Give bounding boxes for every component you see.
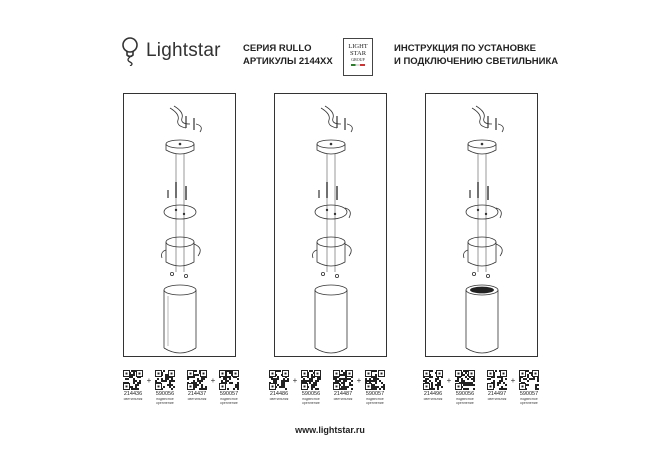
article-label-line: подвесное [366, 397, 384, 401]
article-label-line: подвесное [456, 397, 474, 401]
plus-sign: + [292, 376, 298, 385]
document-title: ИНСТРУКЦИЯ ПО УСТАНОВКЕ И ПОДКЛЮЧЕНИЮ СВ… [394, 42, 558, 68]
plus-sign: + [510, 376, 516, 385]
qr-code-icon[interactable] [187, 370, 207, 390]
article-label-line: крепление [520, 401, 538, 406]
article-number: 214436 [123, 391, 143, 397]
plus-sign: + [356, 376, 362, 385]
article-number: 214496 [423, 391, 443, 397]
article-number: 590057 [519, 391, 539, 397]
website-link[interactable]: www.lightstar.ru [295, 425, 365, 435]
article-label-line: подвесное [156, 397, 174, 401]
series-info: СЕРИЯ RULLO АРТИКУЛЫ 2144XX [243, 42, 333, 68]
article-label-line: светильник [123, 397, 143, 401]
series-name: СЕРИЯ RULLO [243, 43, 312, 54]
article-label-line: светильник [269, 397, 289, 401]
plus-sign: + [210, 376, 216, 385]
article-number: 590056 [155, 391, 175, 397]
group-badge: LIGHT STAR GROUP [343, 38, 373, 76]
article-label: светильник [334, 397, 353, 401]
article-number: 590056 [301, 391, 321, 397]
article-label-line: светильник [333, 397, 353, 401]
article-label-line: крепление [220, 401, 238, 406]
badge-line-3: GROUP [351, 57, 365, 62]
article-label-line: светильник [187, 397, 207, 401]
assembly-diagram [463, 105, 504, 354]
plus-sign: + [446, 376, 452, 385]
assembly-diagram [312, 105, 353, 354]
article-label-line: светильник [487, 397, 507, 401]
article-label-line: крепление [456, 401, 474, 406]
title-line-1: ИНСТРУКЦИЯ ПО УСТАНОВКЕ [394, 43, 536, 54]
qr-code-icon[interactable] [269, 370, 289, 390]
qr-code-icon[interactable] [519, 370, 539, 390]
qr-code-icon[interactable] [301, 370, 321, 390]
qr-code-icon[interactable] [365, 370, 385, 390]
article-label-line: светильник [423, 397, 443, 401]
badge-line-2: STAR [349, 50, 367, 57]
article-label: светильник [270, 397, 289, 401]
article-number: 590057 [365, 391, 385, 397]
article-label: светильник [188, 397, 207, 401]
article-label: светильник [124, 397, 143, 401]
brand-logo: Lightstar [120, 36, 221, 66]
badge-flag [351, 64, 365, 66]
plus-sign: + [146, 376, 152, 385]
article-numbers: АРТИКУЛЫ 2144XX [243, 56, 333, 67]
article-label-line: крепление [156, 401, 174, 406]
article-number: 214497 [487, 391, 507, 397]
qr-code-icon[interactable] [455, 370, 475, 390]
qr-code-icon[interactable] [423, 370, 443, 390]
article-number: 214486 [269, 391, 289, 397]
title-line-2: И ПОДКЛЮЧЕНИЮ СВЕТИЛЬНИКА [394, 56, 559, 67]
article-label-line: крепление [366, 401, 384, 406]
qr-code-icon[interactable] [333, 370, 353, 390]
brand-name: Lightstar [146, 40, 221, 61]
article-label-line: крепление [302, 401, 320, 406]
article-number: 214487 [333, 391, 353, 397]
qr-code-icon[interactable] [123, 370, 143, 390]
article-label: светильник [424, 397, 443, 401]
article-label: светильник [488, 397, 507, 401]
article-label-line: подвесное [302, 397, 320, 401]
diagram-panel-3 [425, 93, 538, 357]
article-label-line: подвесное [520, 397, 538, 401]
qr-code-icon[interactable] [487, 370, 507, 390]
article-label-line: подвесное [220, 397, 238, 401]
diagram-panel-2 [274, 93, 387, 357]
article-number: 590057 [219, 391, 239, 397]
qr-code-icon[interactable] [155, 370, 175, 390]
article-number: 590056 [455, 391, 475, 397]
assembly-diagram [161, 105, 202, 354]
badge-line-1: LIGHT [348, 43, 368, 50]
qr-code-icon[interactable] [219, 370, 239, 390]
article-number: 214437 [187, 391, 207, 397]
diagram-panel-1 [123, 93, 236, 357]
lightbulb-icon [122, 37, 138, 66]
